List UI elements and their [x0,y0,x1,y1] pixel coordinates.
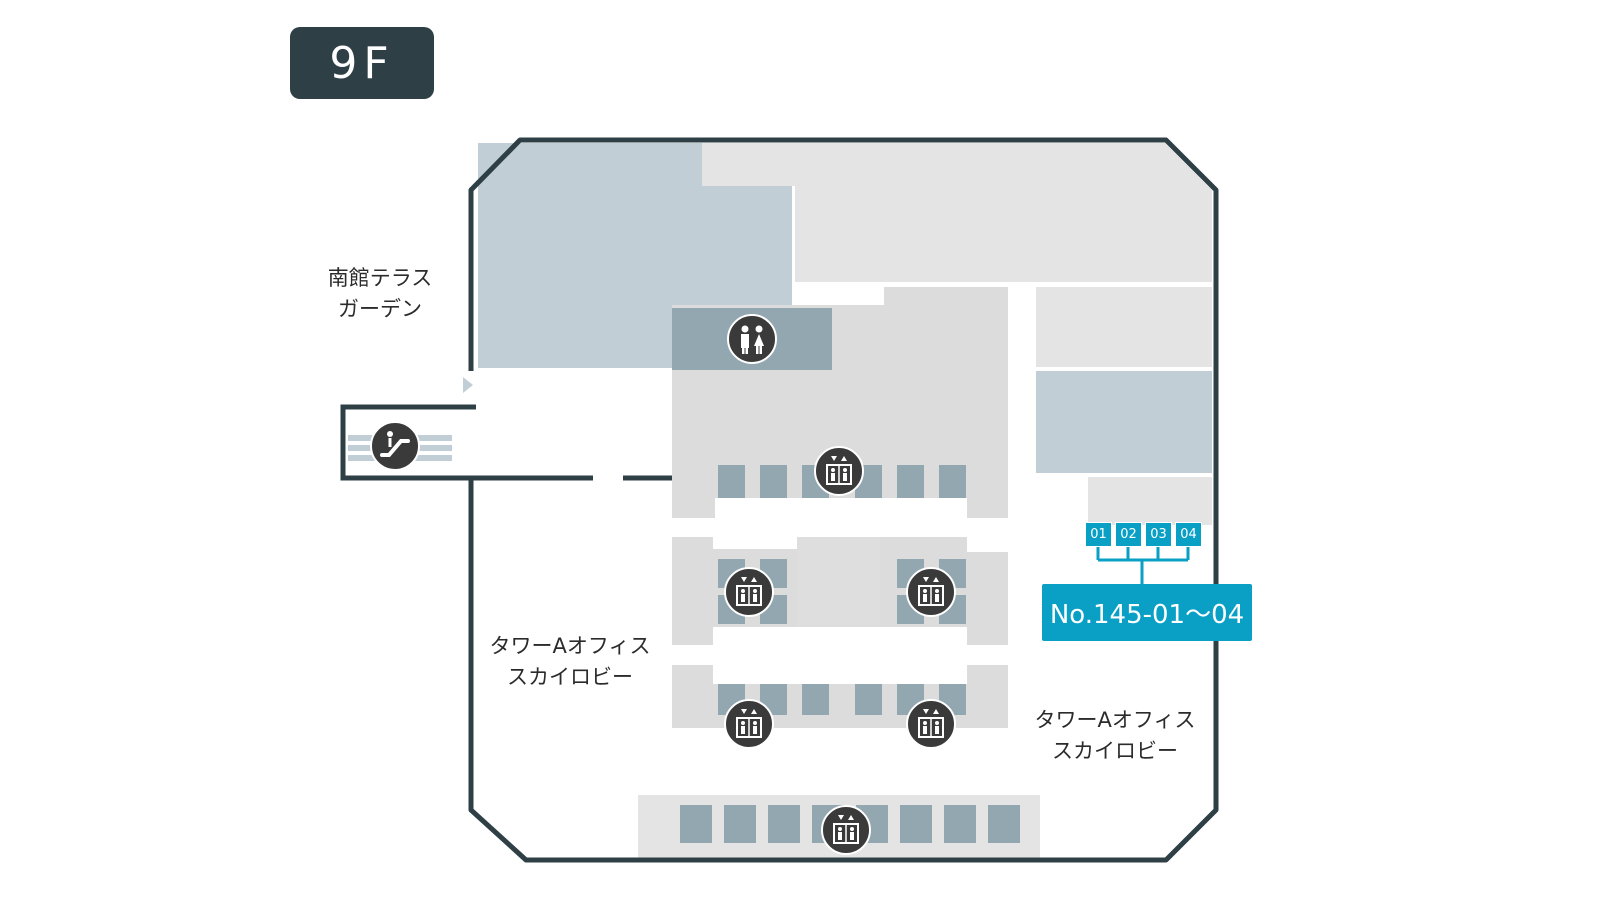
floor-badge: 9F [290,27,434,99]
restroom-icon [727,314,777,364]
entrance-arrow [463,377,473,393]
unit-route [1096,546,1190,586]
shop-number-callout[interactable]: No.145-01～04 [1042,584,1252,641]
tenant-area-north [702,143,1212,282]
unit-02[interactable]: 02 [1115,522,1142,547]
tenant-area-east-2 [1036,371,1212,473]
unit-01[interactable]: 01 [1085,522,1112,547]
elevator-icon [814,446,864,496]
tenant-area-east-1 [1036,287,1212,367]
elevator-icon [906,567,956,617]
elevator-icon [724,699,774,749]
escalator-icon [370,421,420,471]
unit-03[interactable]: 03 [1145,522,1172,547]
area-label-sky-lobby-east: タワーAオフィス スカイロビー [1034,708,1196,763]
elevator-icon [724,567,774,617]
tenant-area-east-3 [1088,477,1212,525]
elevator-icon [906,699,956,749]
building-outline [468,137,1219,863]
area-label-sky-lobby-west: タワーAオフィス スカイロビー [489,634,651,689]
elevator-icon [821,805,871,855]
unit-04[interactable]: 04 [1175,522,1202,547]
area-label-garden: 南館テラス ガーデン [327,266,433,321]
